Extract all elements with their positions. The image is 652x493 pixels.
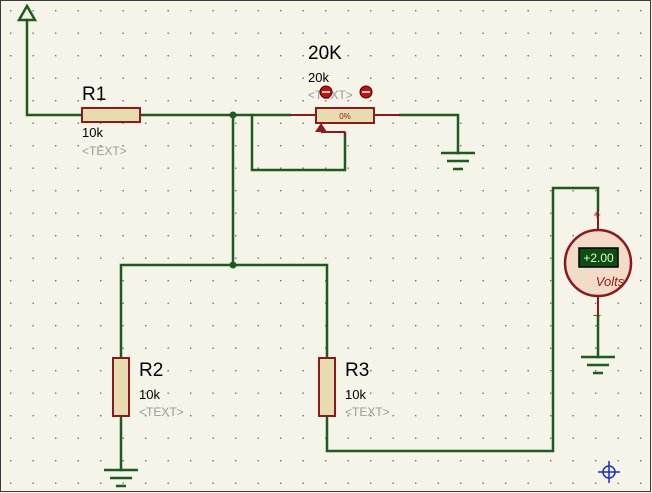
pot-position-label: 0% (339, 112, 351, 121)
ground-icon[interactable] (441, 151, 475, 171)
pot-body[interactable] (315, 107, 375, 124)
voltmeter-minus-label: – (593, 307, 601, 322)
resistor-r3-name: R3 (345, 360, 369, 381)
resistor-r1-body[interactable] (81, 107, 141, 123)
ground-icon[interactable] (581, 355, 615, 375)
crosshair-icon (598, 461, 620, 483)
pot-name: 20K (308, 43, 342, 64)
wire-r3-to-meter[interactable] (325, 186, 600, 453)
resistor-r1[interactable]: R1 10k <TEXT> (81, 84, 141, 158)
wire-pot-wiper-loop[interactable] (250, 113, 347, 172)
resistor-r2-name: R2 (139, 360, 163, 381)
wire-power-to-r1[interactable] (25, 18, 84, 117)
voltmeter-reading: +2.00 (583, 251, 614, 265)
pot-increment-button[interactable] (359, 85, 373, 99)
resistor-r3-value: 10k (345, 387, 366, 402)
voltmeter-plus-label: + (593, 207, 601, 222)
ground-icon[interactable] (104, 468, 138, 488)
resistor-r2-placeholder: <TEXT> (139, 405, 184, 419)
resistor-r1-placeholder: <TEXT> (82, 144, 127, 158)
voltmeter-display (578, 247, 619, 268)
resistor-r2-value: 10k (139, 387, 160, 402)
resistor-r2[interactable]: R2 10k <TEXT> (112, 357, 184, 419)
resistor-r1-value: 10k (82, 125, 103, 140)
wire-branch-r2[interactable] (119, 263, 235, 360)
resistor-r3[interactable]: R3 10k <TEXT> (318, 357, 390, 419)
power-terminal-icon[interactable] (16, 3, 38, 22)
pot-wiper-arrow (315, 123, 327, 132)
voltmeter[interactable]: +2.00 Volts + – (563, 207, 633, 322)
wire-branch-r3[interactable] (231, 263, 329, 360)
resistor-r2-body[interactable] (112, 357, 130, 417)
junction-dot (229, 261, 237, 269)
wires[interactable] (25, 18, 600, 472)
wire-pot-to-ground[interactable] (398, 113, 460, 155)
resistor-r1-name: R1 (82, 84, 106, 105)
pot-decrement-button[interactable] (319, 85, 333, 99)
voltmeter-unit: Volts (596, 274, 625, 289)
junction-dot (229, 111, 237, 119)
resistor-r3-body[interactable] (318, 357, 336, 417)
resistor-r3-placeholder: <TEXT> (345, 405, 390, 419)
pot-value: 20k (308, 70, 329, 85)
potentiometer[interactable]: 0% 20K 20k <TEXT> (290, 43, 400, 136)
